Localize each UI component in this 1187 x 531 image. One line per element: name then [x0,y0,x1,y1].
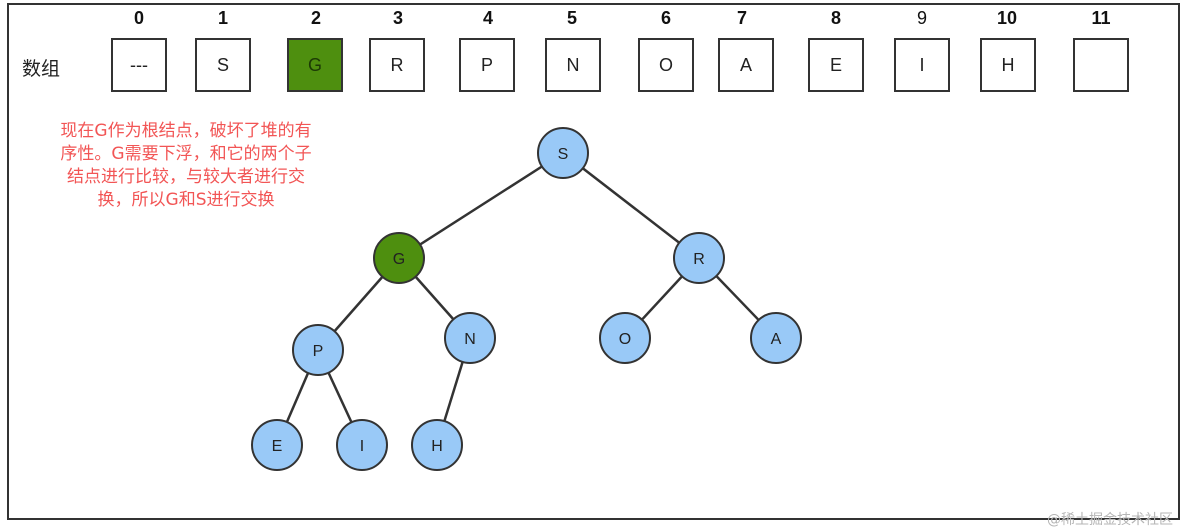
array-index: 8 [830,8,841,28]
tree-node-circle [537,127,589,179]
array-index: 6 [660,8,671,28]
array-index: 11 [1091,8,1111,28]
tree-node-r: R [673,232,725,284]
tree-node-circle [411,419,463,471]
tree-node-circle [251,419,303,471]
tree-node-circle [750,312,802,364]
tree-node-e: E [251,419,303,471]
array-index: 4 [482,8,493,28]
tree-node-label: I [360,438,364,455]
tree-node-a: A [750,312,802,364]
tree-node-circle [599,312,651,364]
array-cell: H [980,38,1036,92]
tree-node-n: N [444,312,496,364]
array-index: 9 [916,8,927,28]
array-index: 2 [310,8,321,28]
array-cell: S [195,38,251,92]
tree-node-o: O [599,312,651,364]
array-cell: E [808,38,864,92]
array-cell: R [369,38,425,92]
tree-node-label: S [558,146,569,163]
tree-node-label: P [313,343,324,360]
tree-node-circle [673,232,725,284]
array-index: 0 [133,8,144,28]
array-label: 数组 [22,58,61,80]
array-cell: --- [111,38,167,92]
tree-node-i: I [336,419,388,471]
array-index: 5 [566,8,577,28]
tree-node-label: N [464,331,476,348]
tree-node-g: G [373,232,425,284]
array-index: 3 [392,8,403,28]
array-cell: P [459,38,515,92]
tree-node-label: A [771,331,782,348]
array-cell [1073,38,1129,92]
tree-node-h: H [411,419,463,471]
tree-node-circle [373,232,425,284]
array-cell: N [545,38,601,92]
tree-edge-s-g [398,151,564,260]
tree-node-label: O [619,331,631,348]
tree-edge-s-r [562,152,700,259]
array-index: 1 [217,8,228,28]
tree-node-label: G [393,251,405,268]
array-cell: O [638,38,694,92]
watermark: @稀土掘金技术社区 [1047,512,1173,528]
array-index: 7 [736,8,747,28]
tree-node-label: E [272,438,283,455]
tree-node-label: H [431,438,443,455]
array-cell: I [894,38,950,92]
tree-node-p: P [292,324,344,376]
tree-node-s: S [537,127,589,179]
array-cell-highlighted: G [287,38,343,92]
array-cell: A [718,38,774,92]
tree-node-circle [444,312,496,364]
array-index: 10 [996,8,1018,28]
tree-node-label: R [693,251,705,268]
explanation-note: 现在G作为根结点，破坏了堆的有序性。G需要下浮，和它的两个子结点进行比较，与较大… [60,121,312,210]
tree-node-circle [292,324,344,376]
tree-node-circle [336,419,388,471]
